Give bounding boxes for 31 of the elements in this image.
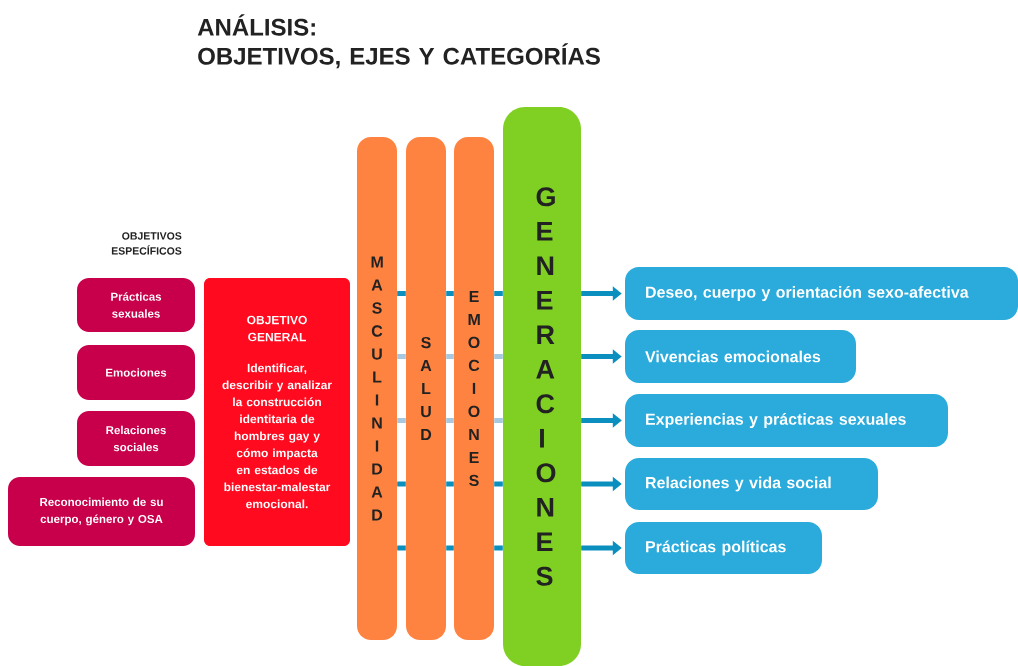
title: ANÁLISIS: OBJETIVOS, EJES Y CATEGORÍAS: [197, 14, 600, 69]
connector-line: [494, 418, 503, 423]
axis-bar: EMOCIONES: [454, 137, 494, 640]
general-objective-box: OBJETIVO GENERAL Identificar, describir y analizar la construcción identitaria de hombres gay y cómo impacta en estados de bienestar-malestar emocional.: [204, 278, 350, 546]
connector-line: [494, 354, 503, 359]
heading: OBJETIVOS ESPECÍFICOS: [111, 232, 182, 255]
connector-line: [397, 545, 406, 551]
connector-line: [446, 291, 454, 296]
connector-line: [446, 545, 454, 551]
objective-box: Reconocimiento de su cuerpo, género y OSA: [8, 477, 195, 546]
objective-box: Emociones: [77, 345, 195, 400]
connector-line: [397, 481, 406, 487]
connector-line: [494, 291, 503, 296]
connector-line: [446, 418, 454, 423]
objective-box: Relaciones sociales: [77, 411, 195, 466]
axis-bar: MASCULINIDAD: [357, 137, 397, 640]
connector-line: [446, 481, 454, 487]
category-box: Experiencias y prácticas sexuales: [625, 394, 948, 447]
category-box: Deseo, cuerpo y orientación sexo-afectiva: [625, 267, 1018, 320]
axis-bar: GENERACIONES: [503, 107, 581, 666]
connector-line: [494, 481, 503, 487]
connector-line: [397, 354, 406, 359]
category-box: Relaciones y vida social: [625, 458, 878, 510]
category-box: Vivencias emocionales: [625, 330, 856, 383]
connector-line: [397, 291, 406, 296]
connector-line: [494, 545, 503, 551]
category-box: Prácticas políticas: [625, 522, 822, 574]
connector-line: [446, 354, 454, 359]
objective-box: Prácticas sexuales: [77, 278, 195, 332]
axis-bar: SALUD: [406, 137, 446, 640]
connector-line: [397, 418, 406, 423]
